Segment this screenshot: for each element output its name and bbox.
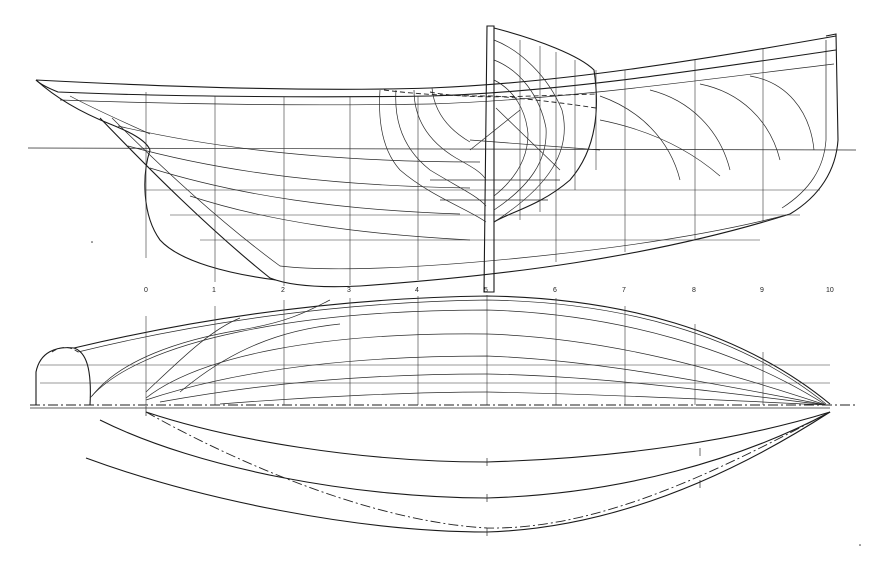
transom-inner <box>781 40 827 209</box>
station-label-5: 5 <box>484 287 488 294</box>
transom-outline <box>789 33 839 215</box>
half-breadth-plan <box>30 295 856 409</box>
speck <box>859 544 861 546</box>
station-label-0: 0 <box>144 287 148 294</box>
rail-top-line <box>35 49 837 98</box>
station-label-9: 9 <box>760 287 764 294</box>
body-plan-outline <box>493 27 597 223</box>
sheer-line <box>35 35 837 90</box>
transom-plan <box>35 347 91 406</box>
station-label-7: 7 <box>622 287 626 294</box>
station-label-4: 4 <box>415 287 419 294</box>
waterline-datum <box>27 147 857 151</box>
station-label-10: 10 <box>826 287 834 294</box>
midship-post <box>483 25 495 293</box>
speck <box>91 241 93 243</box>
station-label-8: 8 <box>692 287 696 294</box>
bow-profile-inner <box>69 95 151 135</box>
station-label-1: 1 <box>212 287 216 294</box>
forefoot-outline <box>144 149 277 281</box>
bow-profile <box>35 79 151 151</box>
keel-line <box>99 117 791 288</box>
keel-inner-line <box>111 117 791 270</box>
rail-lower-line <box>59 63 835 106</box>
station-labels: 0 1 2 3 4 5 6 7 8 9 10 <box>144 287 834 294</box>
station-label-2: 2 <box>281 287 285 294</box>
diagonals-plan <box>85 406 831 536</box>
station-label-3: 3 <box>347 287 351 294</box>
profile-view <box>27 25 857 293</box>
station-label-6: 6 <box>553 287 557 294</box>
